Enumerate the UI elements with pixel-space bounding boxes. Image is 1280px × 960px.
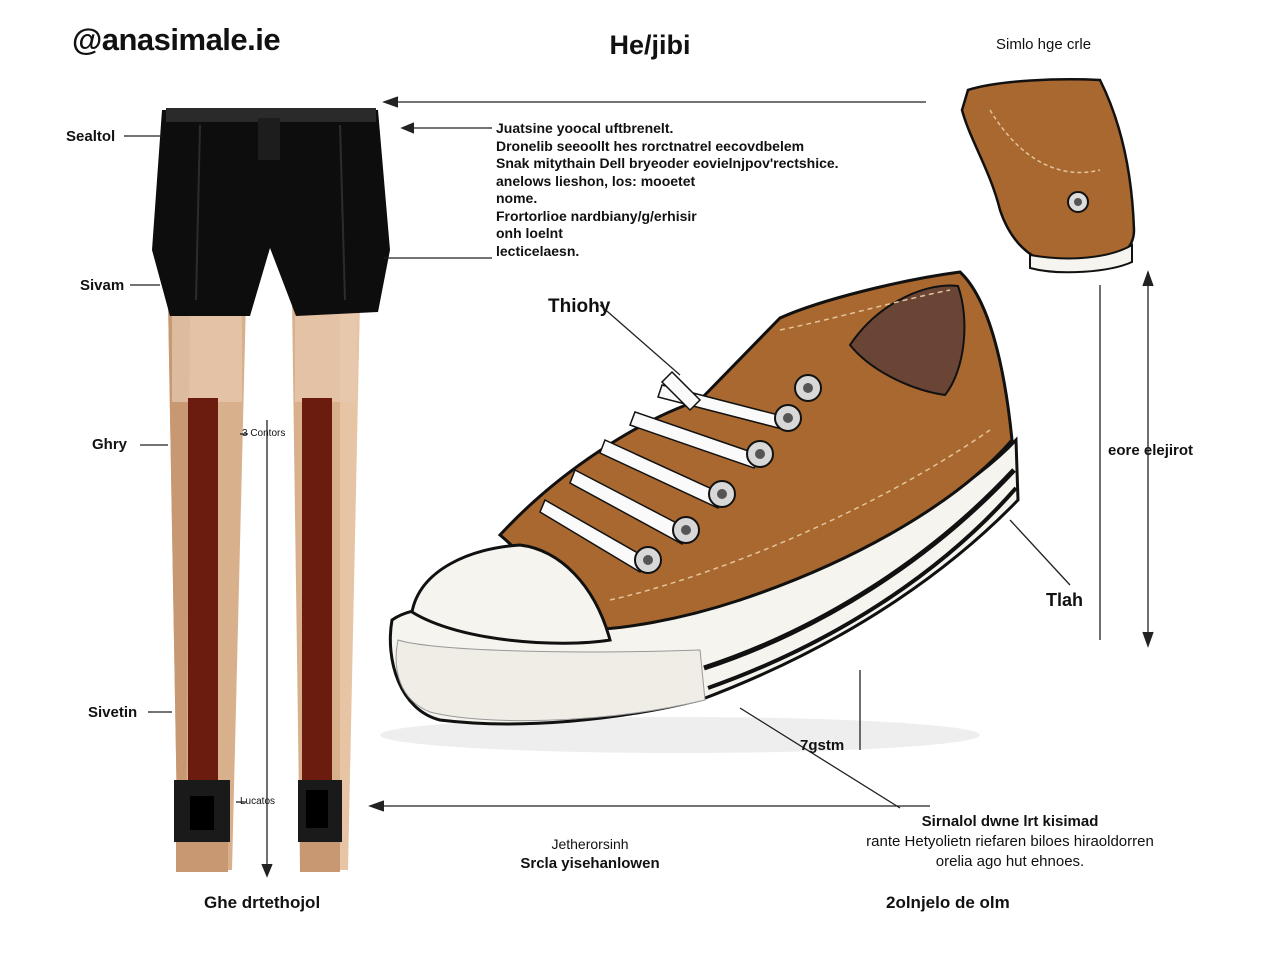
shorts xyxy=(152,110,390,316)
label-thigh: Ghry xyxy=(92,436,128,453)
note-line: Sirnalol dwne lrt kisimad xyxy=(921,813,1099,830)
description-line: Dronelib seeoollt hes rorctnatrel eecovd… xyxy=(496,137,805,154)
label-laces: Thiohy xyxy=(548,296,611,317)
label-leg-center: 3 Contors xyxy=(242,428,286,439)
top-callouts xyxy=(382,96,926,259)
description-line: anelows lieshon, los: mooetet xyxy=(496,172,696,189)
description-line: nome. xyxy=(496,190,538,206)
left-callouts xyxy=(124,135,273,878)
label-ankle: Lucatos xyxy=(240,796,276,807)
left-caption: Ghe drtethojol xyxy=(204,893,321,912)
description-line: lecticelaesn. xyxy=(496,242,580,259)
label-seam: Sivam xyxy=(80,277,125,294)
left-leg-stripe xyxy=(188,398,218,782)
sneaker-toe-cap xyxy=(410,543,612,645)
right-leg-stripe xyxy=(302,398,332,782)
bottom-center-note: Jetherorsinh Srcla yisehanlowen xyxy=(480,834,700,874)
note-line: orelia ago hut ehnoes. xyxy=(935,853,1085,870)
legs-figure xyxy=(152,108,390,872)
description-line: Frortorlioe nardbiany/g/erhisir xyxy=(496,207,697,224)
shoe-callouts xyxy=(368,270,1154,812)
description-block: Juatsine yoocal uftbrenelt. Dronelib see… xyxy=(496,120,839,260)
inset-label: Simlo hge crle xyxy=(996,36,1092,53)
note-line: Srcla yisehanlowen xyxy=(520,855,660,872)
diagram-title: He/jibi xyxy=(609,30,691,60)
label-toe: Tlah xyxy=(1046,590,1084,610)
heel-inset xyxy=(960,78,1136,274)
description-line: Snak mitythain Dell bryeoder eovielnjpov… xyxy=(496,155,839,171)
note-line: Jetherorsinh xyxy=(551,836,629,852)
note-line: rante Hetyolietn riefaren biloes hiraold… xyxy=(866,833,1154,850)
bottom-right-caption: 2olnjelo de olm xyxy=(886,893,1010,912)
description-line: Juatsine yoocal uftbrenelt. xyxy=(496,120,674,136)
brand-watermark: @anasimale.ie xyxy=(72,22,281,57)
sneaker xyxy=(380,270,1020,753)
bottom-right-note: Sirnalol dwne lrt kisimad rante Hetyolie… xyxy=(800,812,1220,872)
label-shin: Sivetin xyxy=(88,704,138,721)
label-sole-height: eore elejirot xyxy=(1108,442,1194,459)
description-line: onh loelnt xyxy=(496,225,563,241)
label-waist: Sealtol xyxy=(66,128,116,145)
label-heel: 7gstm xyxy=(800,737,845,754)
